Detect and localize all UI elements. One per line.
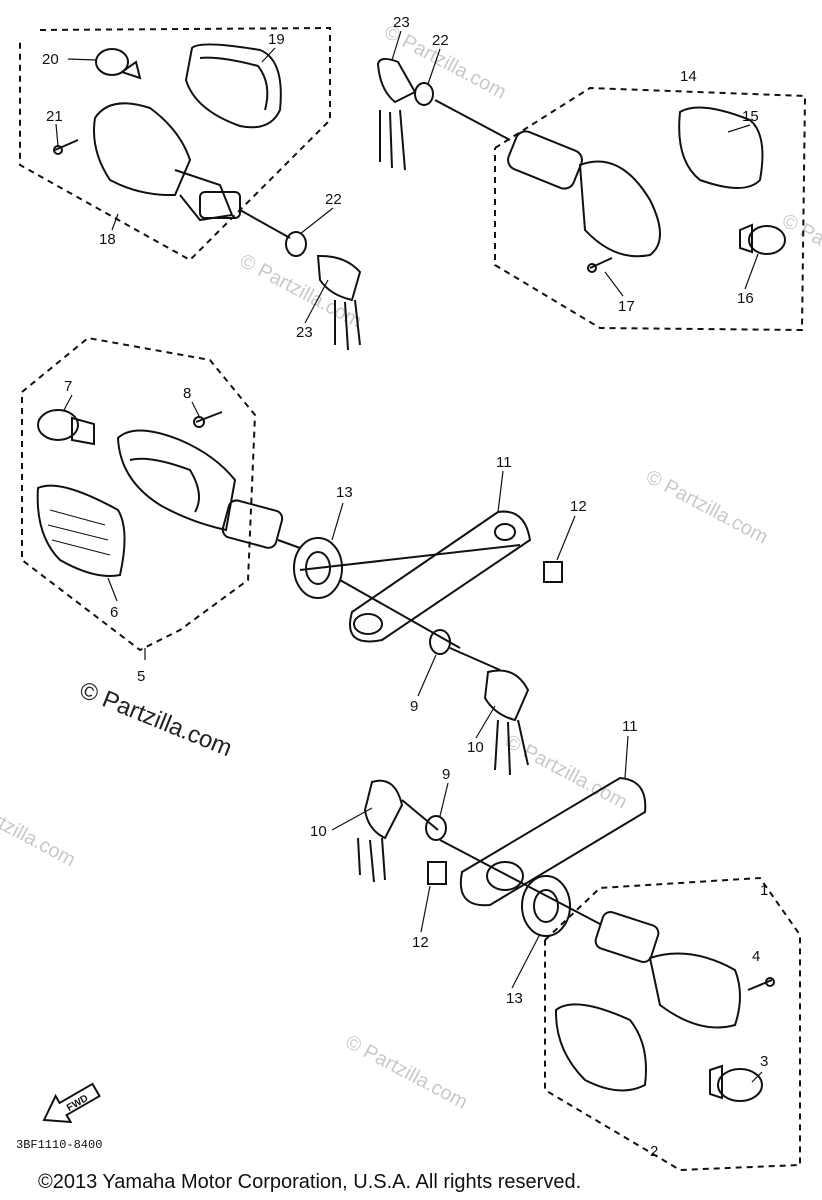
- callout-13: 13: [506, 990, 523, 1007]
- lower-mount: [357, 776, 647, 937]
- callout-12: 12: [412, 934, 429, 951]
- watermark: © Partzilla.com: [342, 1031, 471, 1114]
- watermark: © Partzilla.com: [501, 731, 630, 814]
- diagram-code: 3BF1110-8400: [16, 1138, 102, 1152]
- callout-2: 2: [650, 1143, 658, 1160]
- watermark-large: © Partzilla.com: [76, 677, 236, 763]
- callout-9: 9: [410, 698, 418, 715]
- callout-22: 22: [325, 191, 342, 208]
- callout-3: 3: [760, 1053, 768, 1070]
- callout-19: 19: [268, 31, 285, 48]
- callout-14: 14: [680, 68, 697, 85]
- callout-22: 22: [432, 32, 449, 49]
- connector-10-upper: [429, 629, 530, 776]
- callout-6: 6: [110, 604, 118, 621]
- watermark: © Partzilla.com: [642, 466, 771, 549]
- callout-10: 10: [467, 739, 484, 756]
- callout-10: 10: [310, 823, 327, 840]
- callout-18: 18: [99, 231, 116, 248]
- copyright: ©2013 Yamaha Motor Corporation, U.S.A. A…: [38, 1171, 581, 1193]
- callout-5: 5: [137, 668, 145, 685]
- grommet-13-upper: [293, 537, 343, 599]
- nut-12-upper: [543, 561, 563, 583]
- callout-20: 20: [42, 51, 59, 68]
- callouts: 20 19 21 18 22 23 23 22 14 15 17 16 7 8 …: [42, 14, 768, 1160]
- callout-9: 9: [442, 766, 450, 783]
- callout-13: 13: [336, 484, 353, 501]
- watermark: © Partzilla.com: [778, 210, 822, 293]
- callout-4: 4: [752, 948, 760, 965]
- callout-17: 17: [618, 298, 635, 315]
- callout-11: 11: [496, 454, 512, 471]
- watermark: © Partzilla.com: [0, 788, 79, 871]
- callout-1: 1: [760, 882, 768, 899]
- fwd-arrow-icon: FWD: [42, 1082, 101, 1124]
- turn-signal-assembly-14: [376, 58, 807, 332]
- callout-11: 11: [622, 718, 638, 735]
- callout-16: 16: [737, 290, 754, 307]
- bracket-11-upper: [299, 510, 532, 649]
- callout-15: 15: [742, 108, 759, 125]
- callout-8: 8: [183, 385, 191, 402]
- callout-7: 7: [64, 378, 72, 395]
- turn-signal-assembly-18: [19, 26, 362, 351]
- fwd-label: FWD: [65, 1093, 90, 1114]
- callout-23: 23: [296, 324, 313, 341]
- turn-signal-assembly-5: [21, 336, 301, 652]
- callout-21: 21: [46, 108, 63, 125]
- callout-23: 23: [393, 14, 410, 31]
- turn-signal-assembly-1: [544, 876, 801, 1172]
- leader-lines: [55, 30, 763, 1083]
- callout-12: 12: [570, 498, 587, 515]
